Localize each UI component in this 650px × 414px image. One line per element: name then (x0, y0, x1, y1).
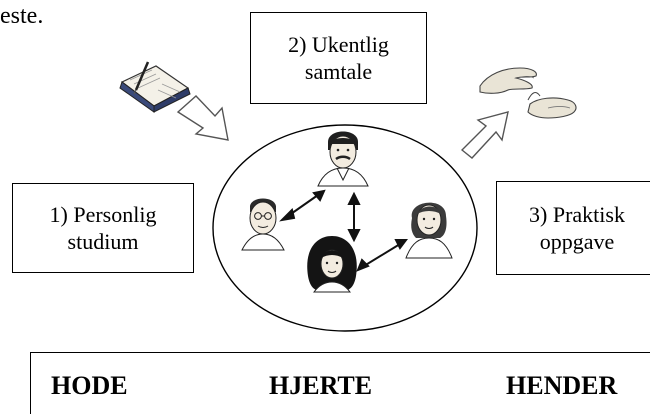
step-personal-study-line2: studium (67, 229, 139, 254)
label-head: HODE (51, 371, 128, 400)
arrow-group-to-hands-icon (460, 111, 509, 159)
connection-arrows (279, 189, 408, 272)
step-weekly-conversation-line2: samtale (304, 59, 373, 84)
step-weekly-conversation-box: 2) Ukentlig samtale (250, 12, 427, 104)
label-heart: HJERTE (269, 371, 373, 400)
arrow-book-to-group-icon (176, 95, 229, 141)
open-book-icon (119, 61, 191, 113)
step-practical-task-line2: oppgave (539, 229, 615, 254)
step-personal-study-box: 1) Personlig studium (12, 183, 194, 273)
step-practical-task-box: 3) Praktisk oppgave (496, 181, 650, 275)
step-weekly-conversation-line1: 2) Ukentlig (288, 32, 389, 57)
man-with-glasses-face (241, 198, 285, 251)
woman-with-long-hair-face (307, 236, 357, 293)
step-practical-task-line1: 3) Praktisk (529, 202, 625, 227)
cropped-heading-text: este. (0, 3, 44, 29)
footer-labels-table: HODE HJERTE HENDER (30, 352, 650, 414)
man-with-mustache-face (317, 131, 369, 187)
group-circle (212, 124, 478, 332)
step-personal-study-line1: 1) Personlig (49, 202, 157, 227)
label-hands: HENDER (506, 371, 618, 400)
woman-face (405, 202, 453, 259)
open-hands-icon (479, 67, 577, 119)
